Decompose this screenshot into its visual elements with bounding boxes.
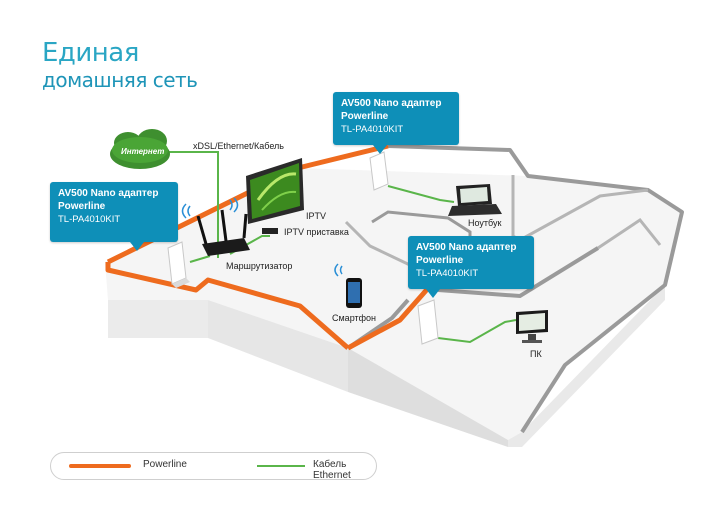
floor-base-front — [508, 285, 665, 447]
floor-surface — [105, 168, 682, 440]
callout-right-line2: Powerline — [416, 255, 464, 266]
legend-ethernet-label: Кабель Ethernet — [313, 459, 351, 481]
adapter-icon — [417, 299, 439, 345]
floor-base-mid — [208, 300, 348, 392]
router-label: Маршрутизатор — [226, 261, 293, 271]
smartphone-label: Смартфон — [332, 313, 377, 323]
pc-monitor-icon — [516, 310, 548, 343]
floor-base-right — [348, 348, 508, 447]
cable-router-adapter — [189, 255, 211, 263]
legend-ethernet-swatch — [257, 465, 305, 467]
legend-powerline-swatch — [69, 464, 131, 468]
wan-label: xDSL/Ethernet/Кабель — [193, 141, 284, 151]
wall-inner-3 — [597, 217, 662, 250]
laptop-label: Ноутбук — [468, 218, 502, 228]
callout-top-line1: AV500 Nano адаптер — [341, 98, 442, 109]
laptop-icon — [448, 184, 502, 216]
internet-label: Интернет — [121, 147, 165, 156]
callout-left-line1: AV500 Nano адаптер — [58, 188, 159, 199]
callout-top-line2: Powerline — [341, 111, 389, 122]
callout-right-line1: AV500 Nano адаптер — [416, 242, 517, 253]
smartphone-icon — [346, 278, 362, 308]
powerline-wall-2 — [105, 262, 350, 350]
wall-lower-right — [437, 246, 600, 299]
wifi-icon — [181, 197, 239, 219]
callout-top-model: TL-PA4010KIT — [341, 124, 404, 135]
callout-adapter-top: AV500 Nano адаптер Powerline TL-PA4010KI… — [333, 92, 459, 154]
cable-adapter-pc — [437, 319, 517, 344]
heading-line-2: домашняя сеть — [42, 68, 198, 92]
wall-back — [387, 144, 684, 434]
callout-left-line2: Powerline — [58, 201, 106, 212]
tv-icon — [246, 158, 304, 234]
adapter-icon — [369, 151, 389, 191]
adapter-icon — [167, 241, 190, 288]
iptv-label: IPTV — [306, 211, 327, 221]
pc-label: ПК — [530, 349, 542, 359]
callout-left-model: TL-PA4010KIT — [58, 214, 121, 225]
router-icon — [196, 209, 250, 256]
cable-adapter-laptop — [387, 185, 455, 203]
floor-base — [108, 300, 208, 338]
legend-powerline-label: Powerline — [143, 459, 187, 470]
cloud-icon — [110, 129, 170, 169]
iptv-box-label: IPTV приставка — [284, 227, 349, 237]
legend: Powerline Кабель Ethernet — [50, 452, 377, 481]
wall-room-divider — [344, 220, 413, 268]
callout-adapter-left: AV500 Nano адаптер Powerline TL-PA4010KI… — [50, 182, 178, 251]
callout-adapter-right: AV500 Nano адаптер Powerline TL-PA4010KI… — [408, 236, 534, 298]
wifi-icon — [334, 263, 343, 277]
heading-line-1: Единая — [42, 38, 139, 68]
callout-right-model: TL-PA4010KIT — [416, 268, 479, 279]
cable-internet-router — [165, 151, 219, 258]
